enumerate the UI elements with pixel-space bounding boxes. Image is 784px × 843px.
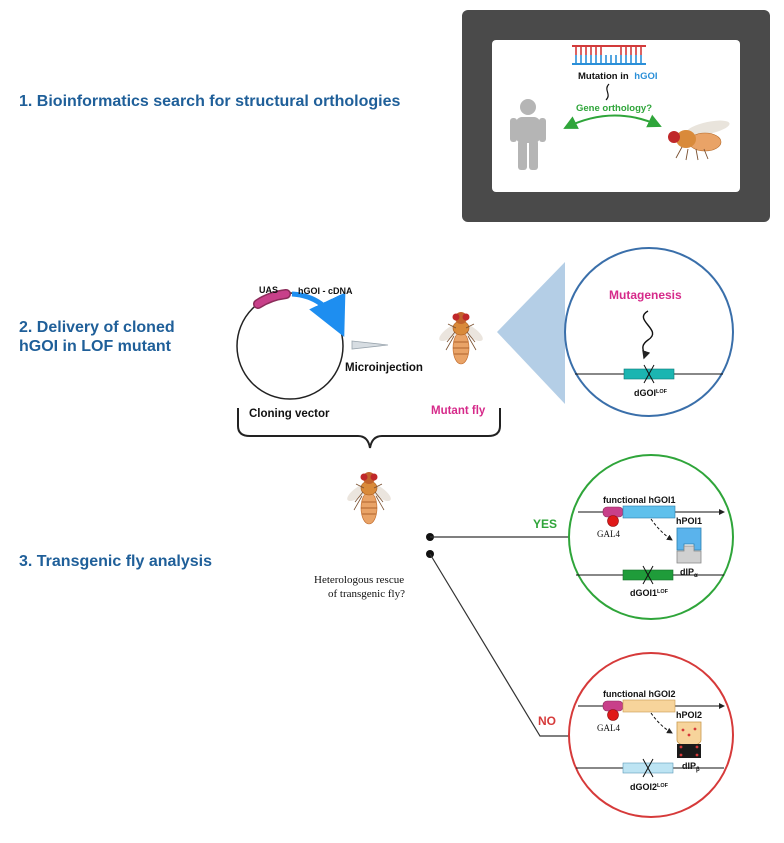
mutant-fly-label: Mutant fly [431, 405, 486, 417]
no-dip-label: dIP [682, 761, 696, 771]
cloning-vector-label: Cloning vector [249, 408, 330, 420]
gene-orthology-label: Gene orthology? [576, 103, 652, 114]
orthology-arrow [563, 114, 662, 129]
yes-hgoi-box [622, 505, 676, 519]
no-dgoi-label: dGOI2 [630, 782, 657, 792]
dna-mutation-icon [572, 45, 646, 65]
yes-protein-complex-icon [676, 527, 702, 564]
svg-text:dIPβ: dIPβ [682, 761, 700, 773]
no-knockout-cross-icon [642, 758, 654, 778]
yes-dip-sub-label: α [694, 573, 698, 579]
mutation-gene-label: hGOI [634, 71, 657, 82]
yes-hpoi-label: hPOI1 [676, 516, 702, 526]
step-2-title-line-2: hGOI in LOF mutant [19, 338, 171, 355]
rescue-question-line-1: Heterologous rescue [314, 574, 404, 586]
no-hgoi-box [622, 699, 676, 713]
mutagenesis-wave [642, 310, 654, 360]
no-gal4-label: GAL4 [597, 723, 620, 733]
zoom-cone [497, 262, 565, 404]
mutant-fly-icon [436, 311, 486, 365]
yes-dgoi-label: dGOI1 [630, 588, 657, 598]
no-functional-gene-label: functional hGOI2 [603, 689, 676, 699]
microinjection-label: Microinjection [345, 362, 423, 374]
cdna-arrow [291, 291, 346, 338]
svg-text:Mutation in hGOI: Mutation in hGOI [578, 71, 658, 82]
svg-text:dIPα: dIPα [680, 567, 698, 579]
no-outcome-circle [568, 652, 734, 818]
uas-label: UAS [259, 285, 278, 295]
mutation-label: Mutation in [578, 71, 629, 82]
step-1-title: 1. Bioinformatics search for structural … [19, 93, 401, 110]
yes-label: YES [533, 517, 557, 531]
no-protein-complex-icon [676, 721, 702, 758]
no-expression-arrow [650, 712, 673, 734]
yes-gal4-label: GAL4 [597, 529, 620, 539]
yes-functional-gene-label: functional hGOI1 [603, 495, 676, 505]
dgoi-label: dGOI [634, 388, 656, 398]
step-2-title-line-1: 2. Delivery of cloned [19, 319, 175, 336]
no-label: NO [538, 714, 556, 728]
step-3-title: 3. Transgenic fly analysis [19, 553, 212, 570]
yes-outcome-circle [568, 454, 734, 620]
yes-knockout-cross-icon [642, 565, 654, 585]
no-dip-sub-label: β [696, 767, 700, 773]
no-dgoi-sup-label: LOF [657, 783, 669, 789]
rescue-question-line-2: of transgenic fly? [328, 588, 405, 600]
squiggle-connector [605, 83, 610, 101]
no-gal4-icon [607, 709, 619, 721]
transgenic-fly-icon [344, 471, 394, 525]
curly-brace [237, 408, 501, 449]
cdna-label: hGOI - cDNA [298, 286, 353, 296]
micropipette-icon [351, 340, 389, 350]
human-icon [510, 99, 546, 170]
no-hpoi-label: hPOI2 [676, 710, 702, 720]
svg-text:dGOI2LOF: dGOI2LOF [630, 782, 669, 792]
yes-dip-label: dIP [680, 567, 694, 577]
svg-text:dGOILOF: dGOILOF [634, 388, 668, 398]
knockout-cross-icon [643, 364, 655, 384]
no-branch-line [429, 553, 569, 737]
fly-icon [668, 120, 730, 161]
yes-gal4-icon [607, 515, 619, 527]
mutagenesis-label: Mutagenesis [609, 288, 682, 302]
yes-expression-arrow [650, 518, 673, 541]
dgoi-sup-label: LOF [656, 389, 668, 395]
svg-text:dGOI1LOF: dGOI1LOF [630, 588, 669, 598]
yes-dgoi-sup-label: LOF [657, 589, 669, 595]
